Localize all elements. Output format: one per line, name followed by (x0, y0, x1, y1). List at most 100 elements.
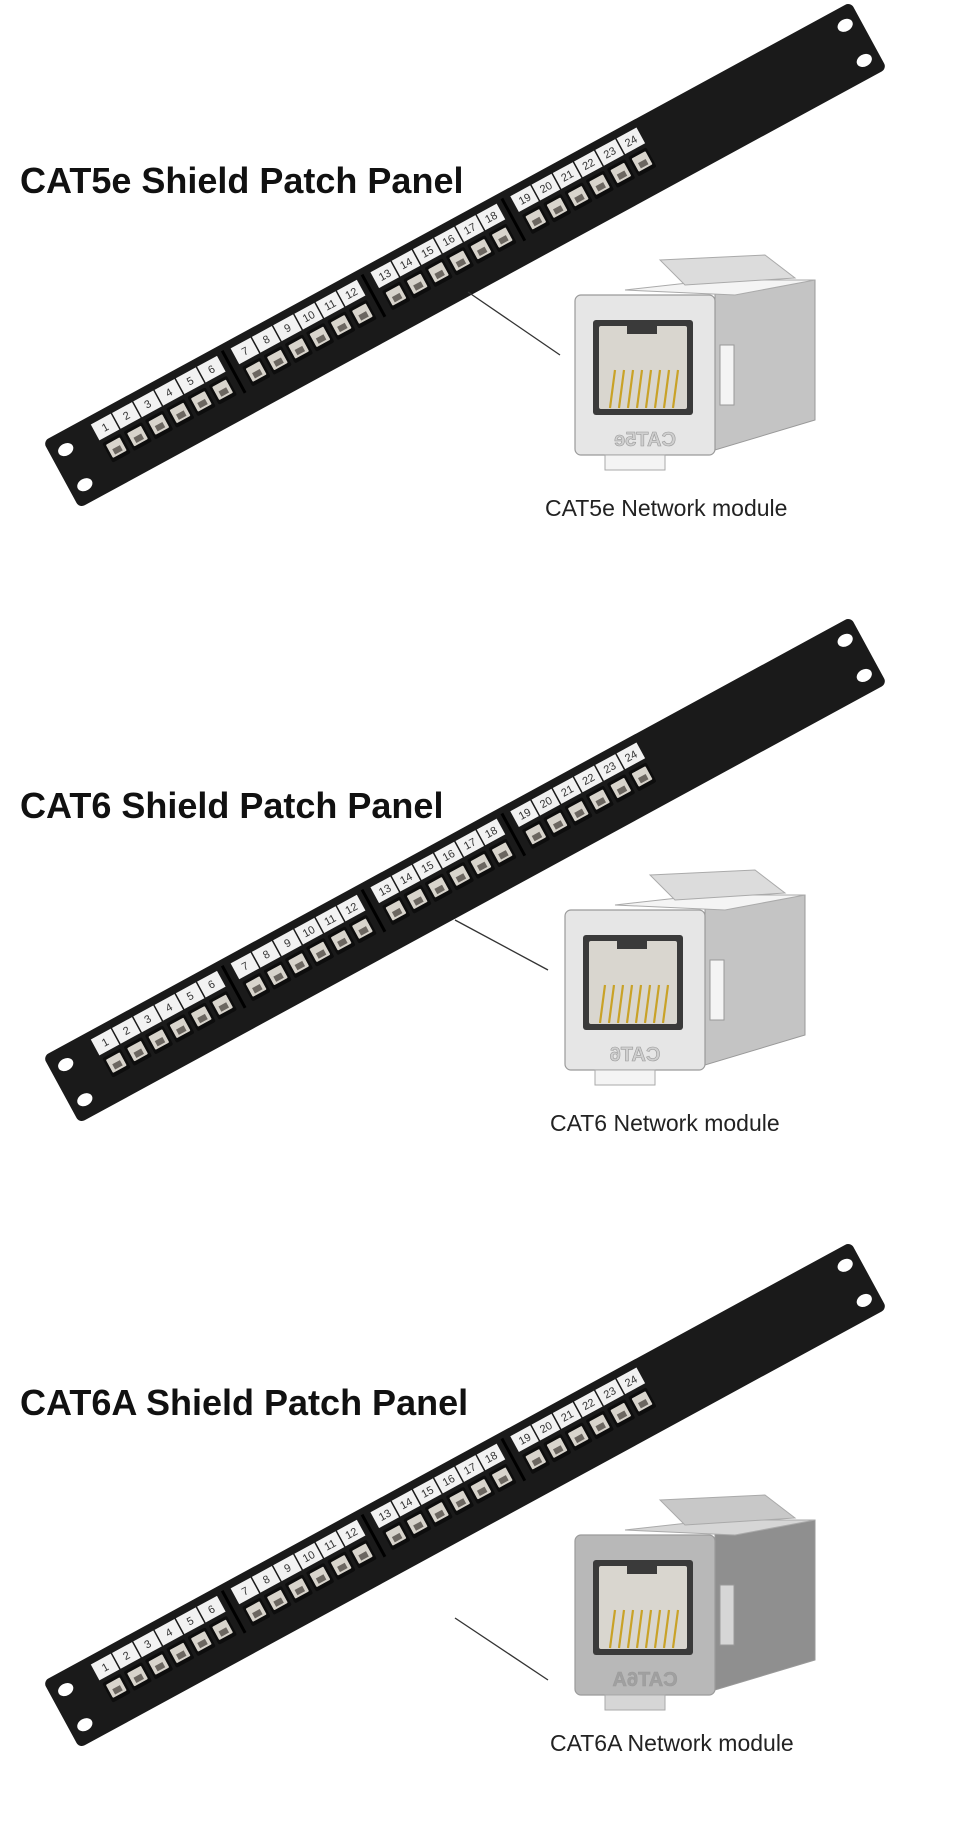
gold-contact (661, 984, 670, 1024)
mounting-hole (856, 668, 872, 682)
port-number: 5 (185, 375, 196, 388)
port-number: 5 (185, 990, 196, 1003)
port-number: 16 (441, 848, 457, 864)
mounting-hole (837, 18, 853, 32)
mounting-hole (77, 1718, 93, 1732)
port-label-cell (112, 1642, 141, 1669)
keystone-jack: CAT6 (564, 869, 806, 1086)
leader-line (467, 291, 561, 356)
port-number: 21 (559, 1408, 575, 1424)
port-label-cell (273, 929, 302, 957)
port-label-cell (230, 952, 260, 980)
panel-title: CAT6A Shield Patch Panel (20, 1382, 469, 1423)
port-number: 24 (623, 134, 639, 150)
port-label-cell (370, 876, 399, 904)
port-number: 18 (483, 1450, 499, 1466)
port-number: 13 (377, 267, 393, 283)
port-number: 9 (282, 322, 293, 335)
port-label-cell (197, 1595, 226, 1623)
port-label-cell (370, 261, 399, 289)
port-label-cell (230, 337, 260, 365)
mounting-hole (837, 633, 853, 647)
gold-contact (653, 369, 662, 409)
port-number: 16 (441, 233, 457, 249)
port-number: 22 (581, 1397, 597, 1413)
gold-contact (617, 1609, 626, 1649)
port-label-cell (90, 1028, 120, 1056)
port-label-cell (434, 841, 463, 869)
port-label-cell (175, 367, 205, 395)
port-label-cell (476, 203, 506, 231)
port-number: 15 (419, 244, 435, 260)
port-number: 20 (538, 180, 554, 196)
port-label-cell (574, 1390, 603, 1418)
port-label-cell (595, 754, 624, 781)
port-label-cell (616, 742, 646, 770)
port-label-cell (112, 402, 141, 429)
port-label-cell (510, 1425, 539, 1453)
module-marking: CAT6 (610, 1044, 661, 1066)
port-number: 17 (462, 836, 478, 852)
port-label-cell (412, 1478, 442, 1505)
port-label-cell (391, 249, 421, 277)
port-number: 3 (142, 398, 153, 411)
port-number: 7 (240, 345, 251, 358)
port-number: 8 (261, 333, 272, 346)
port-number: 1 (100, 421, 111, 434)
port-label-cell (197, 970, 226, 998)
port-number: 12 (343, 901, 359, 917)
port-number: 3 (142, 1638, 153, 1651)
port-label-cell (336, 1519, 366, 1547)
port-number: 11 (323, 912, 339, 928)
leader-line (454, 1617, 549, 1681)
port-number: 13 (377, 882, 393, 898)
port-label-cell (315, 1531, 345, 1558)
port-label-cell (294, 1542, 323, 1570)
port-label-cell (531, 173, 561, 201)
mounting-hole (856, 53, 872, 67)
port-label-cell (154, 1618, 184, 1646)
port-number: 14 (398, 871, 414, 887)
port-label-cell (370, 1501, 399, 1529)
port-label-cell (133, 1005, 162, 1033)
port-number: 19 (517, 191, 533, 207)
port-label-cell (574, 765, 603, 793)
port-label-cell (391, 864, 421, 892)
gold-contact (662, 1609, 671, 1649)
port-label-cell (552, 777, 582, 804)
port-number: 7 (240, 960, 251, 973)
mounting-hole (58, 443, 74, 457)
port-number: 6 (206, 1603, 217, 1616)
port-label-cell (552, 162, 582, 189)
port-number: 21 (559, 783, 575, 799)
port-label-cell (455, 215, 485, 242)
gold-contact (671, 369, 680, 409)
port-number: 17 (462, 1461, 478, 1477)
port-label-cell (273, 314, 302, 342)
port-label-cell (476, 1443, 506, 1471)
port-label-cell (412, 853, 442, 880)
port-label-cell (154, 378, 184, 406)
panel-title: CAT6 Shield Patch Panel (20, 785, 444, 826)
port-label-cell (230, 1577, 260, 1605)
port-number: 8 (261, 948, 272, 961)
network-module-image: CAT6A (574, 1494, 816, 1711)
keystone-jack: CAT6A (574, 1494, 816, 1711)
gold-contact (625, 984, 634, 1024)
port-number: 6 (206, 978, 217, 991)
mounting-hole (77, 1093, 93, 1107)
port-label-cell (434, 1466, 463, 1494)
port-number: 11 (323, 1537, 339, 1553)
port-label-cell (412, 238, 442, 265)
module-caption: CAT5e Network module (545, 495, 788, 521)
port-number: 14 (398, 1496, 414, 1512)
gold-contact (652, 984, 661, 1024)
port-label-cell (336, 279, 366, 307)
port-label-cell (510, 800, 539, 828)
module-marking: CAT5e (614, 429, 676, 451)
latch-clip (658, 1494, 797, 1526)
latch-clip (648, 869, 787, 901)
